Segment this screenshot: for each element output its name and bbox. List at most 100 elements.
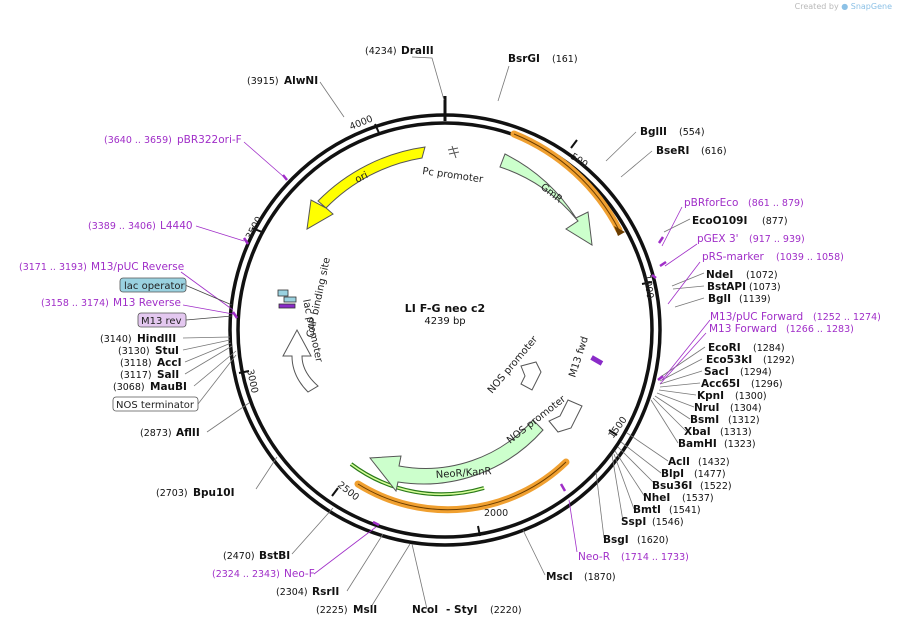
lac-operator-glyph	[277, 289, 297, 309]
primer-name: M13/pUC Forward	[710, 311, 803, 323]
m13-fwd-glyph	[590, 355, 604, 366]
enzyme-pos: (1432)	[698, 457, 730, 468]
enzyme-pos: (3068)	[113, 382, 145, 393]
enzyme-name: Acc65I	[701, 378, 740, 390]
enzyme-name: AflII	[176, 427, 200, 439]
enzyme-pos: (1546)	[652, 517, 684, 528]
enzyme-pos: (1313)	[720, 427, 752, 438]
enzyme-pos: (1304)	[730, 403, 762, 414]
primer-name: L4440	[160, 220, 193, 232]
enzyme-name: RsrII	[312, 586, 339, 598]
enzyme-name: KpnI	[697, 390, 724, 402]
enzyme-pos: (1294)	[740, 367, 772, 378]
gmr-ribbon-head	[614, 226, 625, 236]
neo-inner-green-line	[350, 463, 485, 495]
primer-pos: (1039 .. 1058)	[776, 252, 844, 263]
primer-pos: (3171 .. 3193)	[19, 262, 87, 273]
ori-label: ori	[353, 170, 370, 186]
enzyme-name: BlpI	[661, 468, 684, 480]
primer-pos: (1266 .. 1283)	[786, 324, 854, 335]
enzyme-pos: (1620)	[637, 535, 669, 546]
primer-pos: (2324 .. 2343)	[212, 569, 280, 580]
leader-lines	[182, 56, 706, 610]
tick-2000: 2000	[484, 508, 508, 519]
enzyme-name: SacI	[704, 366, 729, 378]
tick-1000: 1000	[641, 274, 655, 299]
enzyme-pos: (2304)	[276, 587, 308, 598]
enzyme-pos: (3117)	[120, 370, 152, 381]
primer-marks	[231, 174, 667, 527]
enzyme-name: MslI	[353, 604, 377, 616]
primer-pos: (3640 .. 3659)	[104, 135, 172, 146]
primer-name: pGEX 3'	[697, 233, 739, 245]
feature-leader-lines	[184, 284, 233, 321]
enzyme-pos: (3140)	[100, 334, 132, 345]
enzyme-name: AccI	[157, 357, 181, 369]
enzyme-pos: (877)	[762, 216, 788, 227]
primer-pos: (1714 .. 1733)	[621, 552, 689, 563]
plasmid-size: 4239 bp	[424, 316, 465, 327]
enzyme-name: EcoRI	[708, 342, 741, 354]
enzyme-pos: (1296)	[751, 379, 783, 390]
enzyme-name: BstBI	[259, 550, 290, 562]
primer-pos: (1252 .. 1274)	[813, 312, 881, 323]
gmr-ribbon-line	[513, 133, 620, 231]
primer-name: M13 Forward	[709, 323, 777, 335]
primer-name: M13 Reverse	[113, 297, 181, 309]
pc-promoter-glyph	[447, 145, 460, 159]
primer-name: Neo-F	[284, 568, 315, 580]
lac-promoter-arrow	[282, 328, 319, 393]
primer-pos: (3389 .. 3406)	[88, 221, 156, 232]
primer-name: M13/pUC Reverse	[91, 261, 184, 273]
enzyme-name: BmtI	[633, 504, 661, 516]
nos-terminator-label: NOS terminator	[116, 400, 195, 411]
enzyme-pos: (1300)	[735, 391, 767, 402]
neo-label: NeoR/KanR	[435, 466, 492, 481]
enzyme-pos: (616)	[701, 146, 727, 157]
tick-3000: 3000	[244, 368, 260, 394]
enzyme-name: BsgI	[603, 534, 629, 546]
primer-name: pBRforEco	[684, 197, 738, 209]
enzyme-pos: (1537)	[682, 493, 714, 504]
backbone-inner	[236, 121, 654, 539]
nos-terminator-box	[112, 396, 199, 412]
primer-name: pBR322ori-F	[177, 134, 242, 146]
enzyme-pos: (2470)	[223, 551, 255, 562]
enzyme-name: MscI	[546, 571, 573, 583]
enzyme-name: BstAPI	[707, 281, 746, 293]
pc-promoter-label: Pc promoter	[422, 166, 485, 186]
enzyme-pos: (3915)	[247, 76, 279, 87]
enzyme-pos: (2873)	[140, 428, 172, 439]
enzyme-name: Bpu10I	[193, 487, 235, 499]
enzyme-name: NdeI	[706, 269, 733, 281]
enzyme-name: NruI	[694, 402, 719, 414]
enzyme-name: BseRI	[656, 145, 689, 157]
enzyme-pos: (1284)	[753, 343, 785, 354]
snapgene-credit: Created by ● SnapGene	[794, 2, 892, 11]
enzyme-name: EcoO109I	[692, 215, 747, 227]
enzyme-pos: (1477)	[694, 469, 726, 480]
enzyme-name: Eco53kI	[706, 354, 752, 366]
enzyme-name: NcoI	[412, 604, 438, 616]
m13-rev-box	[137, 312, 187, 328]
lac-operator-label: lac operator	[124, 281, 185, 292]
enzyme-pos: (2703)	[156, 488, 188, 499]
primer-pos: (861 .. 879)	[748, 198, 804, 209]
enzyme-pos: (1292)	[763, 355, 795, 366]
enzyme-pos: (2225)	[316, 605, 348, 616]
enzyme-pos: (1072)	[746, 270, 778, 281]
enzyme-pos: (554)	[679, 127, 705, 138]
enzyme-name: BsrGI	[508, 53, 540, 65]
lac-operator-box	[119, 277, 187, 293]
enzyme-name: - StyI	[446, 604, 477, 616]
enzyme-pos: (2220)	[490, 605, 522, 616]
neo-ribbon-line	[357, 461, 567, 511]
primer-name: pRS-marker	[702, 251, 765, 263]
enzyme-pos: (1522)	[700, 481, 732, 492]
enzyme-name: HindIII	[137, 333, 176, 345]
enzyme-pos: (1323)	[724, 439, 756, 450]
enzyme-name: BamHI	[678, 438, 717, 450]
ori-feature	[306, 146, 426, 230]
enzyme-pos: (1541)	[669, 505, 701, 516]
